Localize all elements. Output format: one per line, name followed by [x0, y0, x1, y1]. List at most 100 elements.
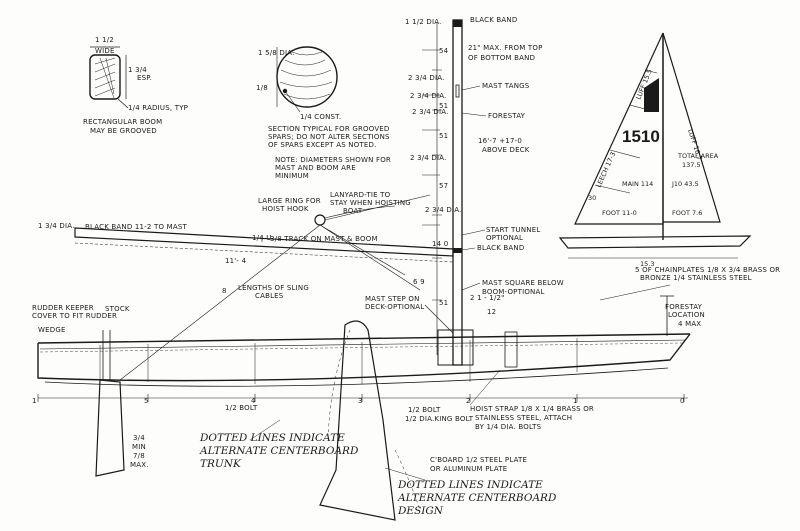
mast-dim-57: 57: [439, 182, 448, 190]
mast-dim-51a: 51: [439, 102, 448, 110]
mast-half: 2 1 - 1/2": [470, 294, 505, 302]
spar-note-2: SPARS; DO NOT ALTER SECTIONS: [268, 133, 390, 141]
sling-1: LENGTHS OF SLING: [238, 284, 309, 292]
lower-black-band: [453, 248, 462, 253]
jib-area: J10 43.5: [671, 180, 699, 188]
trunk-note-2: ALTERNATE CENTERBOARD: [199, 445, 359, 457]
forestay-loc-1: FORESTAY: [665, 303, 703, 311]
boom-depth-dim: 1 3/4: [128, 66, 147, 74]
hull-dim-12: 12: [487, 308, 496, 316]
bolt-1: 1/2 BOLT: [408, 406, 441, 414]
ring-label-1: LARGE RING FOR: [258, 197, 321, 205]
mast-square-2: BOOM-OPTIONAL: [482, 288, 545, 296]
sling-2: CABLES: [255, 292, 284, 300]
mast-dia-b: 2 3/4 DIA.: [410, 92, 447, 100]
sling-dim: 8: [222, 287, 227, 295]
jib-foot: FOOT 7.6: [672, 209, 702, 217]
spar-note-3: OF SPARS EXCEPT AS NOTED.: [268, 141, 377, 149]
boom-width-sub: WIDE: [95, 47, 115, 55]
lanyard-2: STAY WHEN HOISTING: [330, 199, 411, 207]
min-1: 3/4: [133, 434, 145, 442]
lanyard-1: LANYARD-TIE TO: [330, 191, 391, 199]
mast-dia-d: 2 3/4 DIA.: [410, 154, 447, 162]
forestay-loc-2: LOCATION: [668, 311, 705, 319]
spar-section-detail: 1 5/8 DIA. 1/8 1/4 CONST. SECTION TYPICA…: [256, 46, 391, 180]
hoist-2: STAINLESS STEEL, ATTACH: [475, 414, 572, 422]
min-2: MIN: [132, 443, 146, 451]
mast-drawing: 1 1/2 DIA. BLACK BAND 21" MAX. FROM TOP …: [365, 16, 564, 366]
mast-dia-c: 2 3/4 DIA.: [412, 108, 449, 116]
mast-step-2: DECK-OPTIONAL: [365, 303, 424, 311]
mast-tangs: MAST TANGS: [482, 82, 530, 90]
total-area-1: TOTAL AREA: [677, 152, 719, 160]
boom-length: 11'- 4: [225, 257, 247, 265]
sail-insignia: [644, 78, 659, 112]
lower-band-label: BLACK BAND: [477, 244, 524, 252]
design-note-3: DESIGN: [397, 505, 444, 517]
chainplate-2: BRONZE 1/4 STAINLESS STEEL: [640, 274, 752, 282]
spar-note-4: NOTE: DIAMETERS SHOWN FOR: [275, 156, 391, 164]
above-deck-1: 16'-7 +17-0: [478, 137, 522, 145]
lanyard-3: BOAT: [343, 207, 363, 215]
boom-radius: 1/4 RADIUS, TYP: [128, 104, 188, 112]
station-5: 5: [144, 397, 149, 405]
forestay-label: FORESTAY: [488, 112, 526, 120]
track-small: 1/4 U: [252, 234, 272, 242]
station-2: 2: [466, 397, 471, 405]
design-note-1: DOTTED LINES INDICATE: [397, 479, 543, 491]
spar-const: 1/4 CONST.: [300, 113, 341, 121]
mast-square-1: MAST SQUARE BELOW: [482, 279, 564, 287]
boom-black-band: BLACK BAND 11-2 TO MAST: [85, 223, 187, 231]
boom-drawing: 1 3/4 DIA. BLACK BAND 11-2 TO MAST LARGE…: [38, 191, 454, 381]
mast-dia-e: 2 3/4 DIA.: [425, 206, 462, 214]
boom-caption-2: MAY BE GROOVED: [90, 127, 157, 135]
rudder: [95, 379, 125, 477]
mast-step-1: MAST STEP ON: [365, 295, 420, 303]
start-tunnel-2: OPTIONAL: [486, 234, 523, 242]
sail-length: 15.3: [640, 260, 654, 268]
boom-caption-1: RECTANGULAR BOOM: [83, 118, 162, 126]
mast-dim-54: 54: [439, 47, 449, 55]
boom-dia: 1 3/4 DIA.: [38, 222, 75, 230]
plate-note-2: OR ALUMINUM PLATE: [430, 465, 507, 473]
rudder-keeper-2: COVER TO FIT RUDDER: [32, 312, 117, 320]
sail-plan: 1510 TOTAL AREA 137.5 MAIN 114 J10 43.5 …: [558, 32, 752, 268]
forestay-loc-3: 4 MAX: [678, 320, 701, 328]
boom-depth-sub: ESP.: [137, 74, 152, 82]
plate-note-1: C'BOARD 1/2 STEEL PLATE: [430, 456, 527, 464]
mast-dia-a: 2 3/4 DIA.: [408, 74, 445, 82]
handwritten-notes: DOTTED LINES INDICATE ALTERNATE CENTERBO…: [199, 432, 557, 517]
mast-top-band: BLACK BAND: [470, 16, 517, 24]
boom-section-detail: 1 1/2 WIDE 1 3/4 ESP. 1/4 RADIUS, TYP RE…: [83, 36, 188, 135]
mast-dim-51c: 51: [439, 299, 448, 307]
centerboard: [319, 320, 396, 521]
mast-v-dim: 6 9: [413, 278, 425, 286]
band-max-1: 21" MAX. FROM TOP: [468, 44, 543, 52]
hoist-ring: [314, 214, 326, 226]
hoist-3: BY 1/4 DIA. BOLTS: [475, 423, 542, 431]
start-tunnel-1: START TUNNEL: [486, 226, 540, 234]
mast-top-dia: 1 1/2 DIA.: [405, 18, 442, 26]
mast-dim-51b: 51: [439, 132, 448, 140]
trunk-note-1: DOTTED LINES INDICATE: [199, 432, 345, 444]
station-1: 1: [32, 397, 37, 405]
chainplate-1: 5 OF CHAINPLATES 1/8 X 3/4 BRASS OR: [635, 266, 780, 274]
spar-note-6: MINIMUM: [275, 172, 309, 180]
wedge-label: WEDGE: [38, 326, 66, 334]
rudder-keeper-1: RUDDER KEEPER: [32, 304, 94, 312]
sail-plan-hull: [558, 235, 752, 249]
total-area-2: 137.5: [682, 161, 701, 169]
main-area: MAIN 114: [622, 180, 653, 188]
sail-number: 1510: [622, 127, 660, 146]
station-4: 4: [251, 397, 256, 405]
ring-label-2: HOIST HOOK: [262, 205, 309, 213]
station-3: 3: [358, 397, 363, 405]
trunk-note-3: TRUNK: [200, 458, 242, 470]
king-bolt: 1/2 DIA.KING BOLT: [405, 415, 474, 423]
main-foot: FOOT 11-0: [602, 209, 637, 217]
hoist-1: HOIST STRAP 1/8 X 1/4 BRASS OR: [470, 405, 594, 413]
design-note-2: ALTERNATE CENTERBOARD: [397, 492, 557, 504]
min-3: 7/8: [133, 452, 145, 460]
